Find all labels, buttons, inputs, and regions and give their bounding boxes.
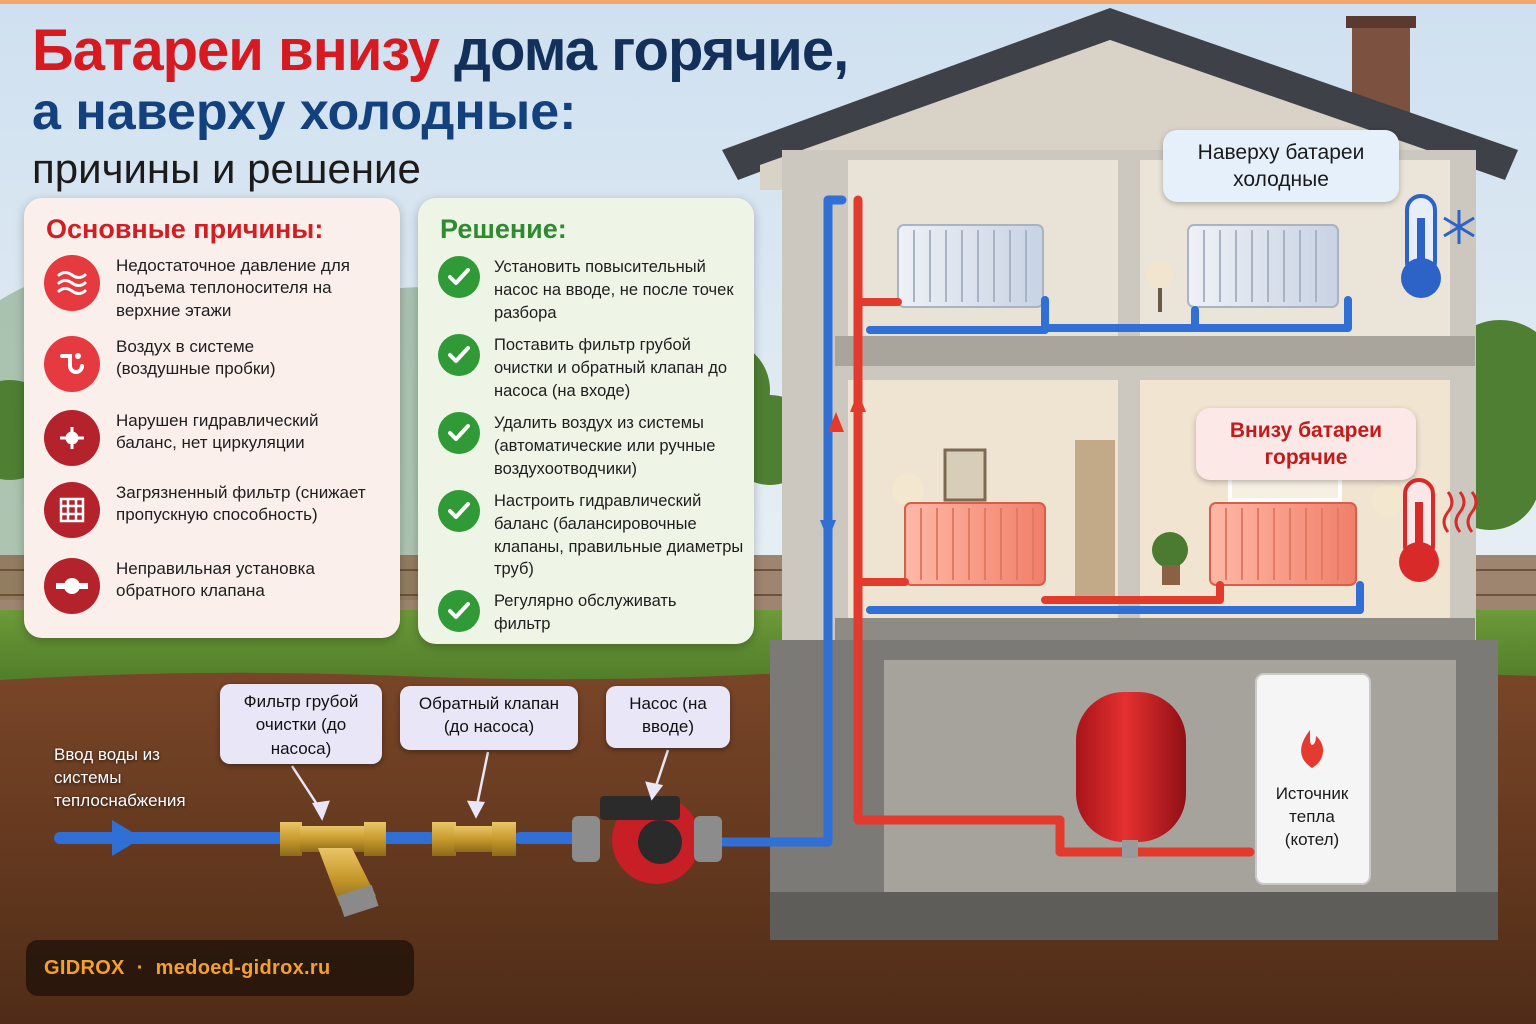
check-valve-icon xyxy=(44,558,100,614)
cause-text: Недостаточное давление для подъема тепло… xyxy=(116,256,350,320)
solution-item: Регулярно обслуживать фильтр xyxy=(438,590,714,636)
checkmark-icon xyxy=(438,412,480,454)
solutions-heading: Решение: xyxy=(440,214,567,244)
air-bubble-icon xyxy=(44,336,100,392)
heat-waves-icon xyxy=(1442,491,1478,533)
cause-item: Воздух в системе (воздушные пробки) xyxy=(44,336,316,392)
thermometer-hot-icon xyxy=(1399,478,1439,582)
lower-floor-label: Внизу батареи горячие xyxy=(1196,408,1416,480)
solution-text: Поставить фильтр грубой очистки и обратн… xyxy=(494,336,728,400)
checkmark-icon xyxy=(438,590,480,632)
check-valve xyxy=(432,822,516,856)
brand-name: GIDROX xyxy=(44,956,125,979)
cause-text: Загрязненный фильтр (снижает пропускную … xyxy=(116,483,366,525)
footer-separator: · xyxy=(136,956,144,979)
causes-heading: Основные причины: xyxy=(46,214,324,244)
pressure-waves-icon xyxy=(44,255,100,311)
cause-item: Загрязненный фильтр (снижает пропускную … xyxy=(44,482,416,538)
title-line-1: Батареи внизу дома горячие, xyxy=(32,18,849,83)
solution-item: Поставить фильтр грубой очистки и обратн… xyxy=(438,334,744,402)
balance-valve-icon xyxy=(44,410,100,466)
boiler xyxy=(1255,673,1371,885)
cause-text: Воздух в системе (воздушные пробки) xyxy=(116,337,276,379)
title-line-2: а наверху холодные: xyxy=(32,83,577,141)
checkmark-icon xyxy=(438,334,480,376)
callout-filter: Фильтр грубой очистки (до насоса) xyxy=(220,684,382,764)
thermometer-cold-icon xyxy=(1401,194,1441,298)
title-subtitle: причины и решение xyxy=(32,145,421,192)
cause-item: Неправильная установка обратного клапана xyxy=(44,558,376,614)
snowflake-icon xyxy=(1443,210,1475,244)
filter-grid-icon xyxy=(44,482,100,538)
cause-item: Нарушен гидравлический баланс, нет цирку… xyxy=(44,410,376,466)
checkmark-icon xyxy=(438,490,480,532)
solution-item: Удалить воздух из системы (автоматически… xyxy=(438,412,752,480)
cause-text: Неправильная установка обратного клапана xyxy=(116,559,315,601)
website-link[interactable]: medoed-gidrox.ru xyxy=(155,956,331,979)
upper-floor-label: Наверху батареи холодные xyxy=(1163,130,1399,202)
solution-item: Настроить гидравлический баланс (баланси… xyxy=(438,490,752,581)
expansion-tank xyxy=(1076,692,1186,858)
cause-item: Недостаточное давление для подъема тепло… xyxy=(44,255,386,322)
solutions-panel: Решение: Установить повысительный насос … xyxy=(418,198,754,644)
page-title: Батареи внизу дома горячие, а наверху хо… xyxy=(32,18,849,192)
hot-radiators xyxy=(904,502,1357,586)
callout-check-valve: Обратный клапан (до насоса) xyxy=(400,686,578,750)
strainer-filter xyxy=(280,822,386,918)
footer-brand: GIDROX · medoed-gidrox.ru xyxy=(26,940,414,996)
causes-panel: Основные причины: Недостаточное давление… xyxy=(24,198,400,638)
boiler-label: Источник тепла (котел) xyxy=(1275,784,1349,849)
solution-text: Установить повысительный насос на вводе,… xyxy=(494,258,734,322)
callout-pump: Насос (на вводе) xyxy=(606,686,730,748)
solution-text: Удалить воздух из системы (автоматически… xyxy=(494,414,716,478)
solution-text: Настроить гидравлический баланс (баланси… xyxy=(494,492,744,579)
solution-text: Регулярно обслуживать фильтр xyxy=(494,592,677,633)
solution-item: Установить повысительный насос на вводе,… xyxy=(438,256,744,324)
cause-text: Нарушен гидравлический баланс, нет цирку… xyxy=(116,411,319,453)
inlet-label: Ввод воды из системы теплоснабжения xyxy=(54,745,186,810)
circulation-pump xyxy=(572,796,722,884)
checkmark-icon xyxy=(438,256,480,298)
